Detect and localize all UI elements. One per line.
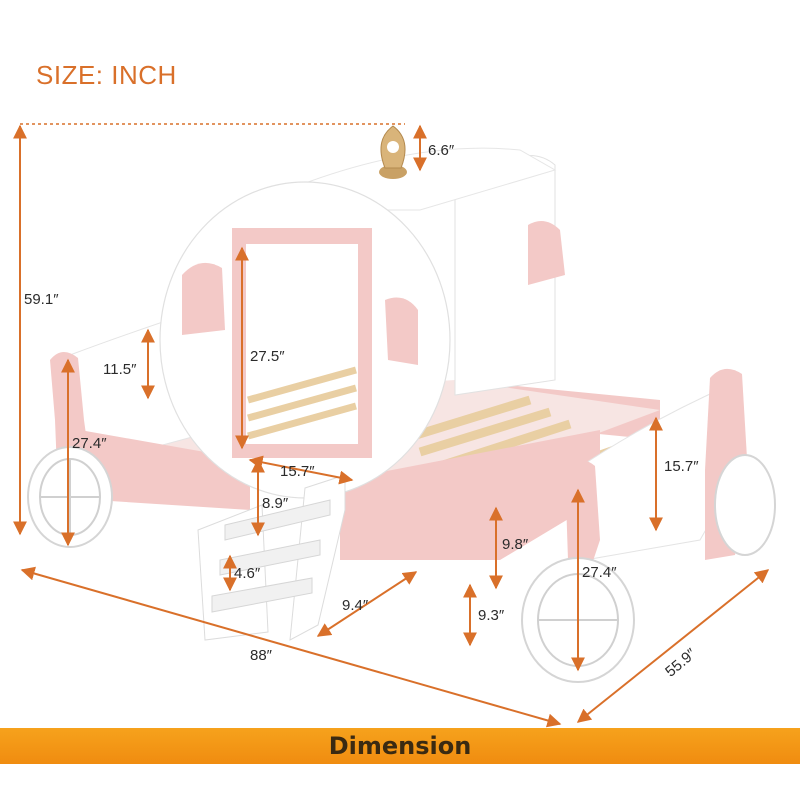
carriage-left-window [182,262,225,335]
clearance-label: 9.3″ [478,607,505,624]
step-gap-label: 8.9″ [262,495,289,512]
overall-length-line [20,566,562,728]
step-spacing-label: 4.6″ [234,565,261,582]
right-side-rail [340,430,600,560]
inner-height-label: 27.5″ [250,348,285,365]
carriage-right-window [385,297,418,365]
step-depth-label: 9.4″ [342,597,369,614]
overall-width-line [576,569,770,723]
headboard-height-label: 11.5″ [103,361,137,378]
door-width-line [248,455,354,485]
dimension-lines [13,124,770,728]
left-wheel [27,446,113,548]
door-interior-slats [247,366,357,440]
left-side-height-label: 27.4″ [72,435,107,452]
right-back-wheel [714,454,776,556]
crown-finial [379,125,407,179]
dimension-banner: Dimension [0,728,800,764]
dimension-banner-label: Dimension [328,732,472,760]
overall-length-label: 88″ [250,647,273,664]
size-unit-label: SIZE: INCH [36,60,177,90]
carriage-roof [299,147,557,211]
right-side-height-label: 27.4″ [582,564,617,581]
door-width-label: 15.7″ [280,463,315,480]
carriage-back-window [528,221,565,285]
carriage-bed-illustration [27,125,776,683]
footboard-height-label: 15.7″ [664,458,699,475]
crown-height-label: 6.6″ [428,142,455,159]
side-rail-height-label: 9.8″ [502,536,529,553]
door-frame-lower [246,444,358,458]
overall-height-label: 59.1″ [24,291,59,308]
dimension-labels: 59.1″ 6.6″ 11.5″ 27.5″ 27.4″ 15.7″ 15.7″… [24,142,700,681]
left-side-rail [80,430,250,510]
